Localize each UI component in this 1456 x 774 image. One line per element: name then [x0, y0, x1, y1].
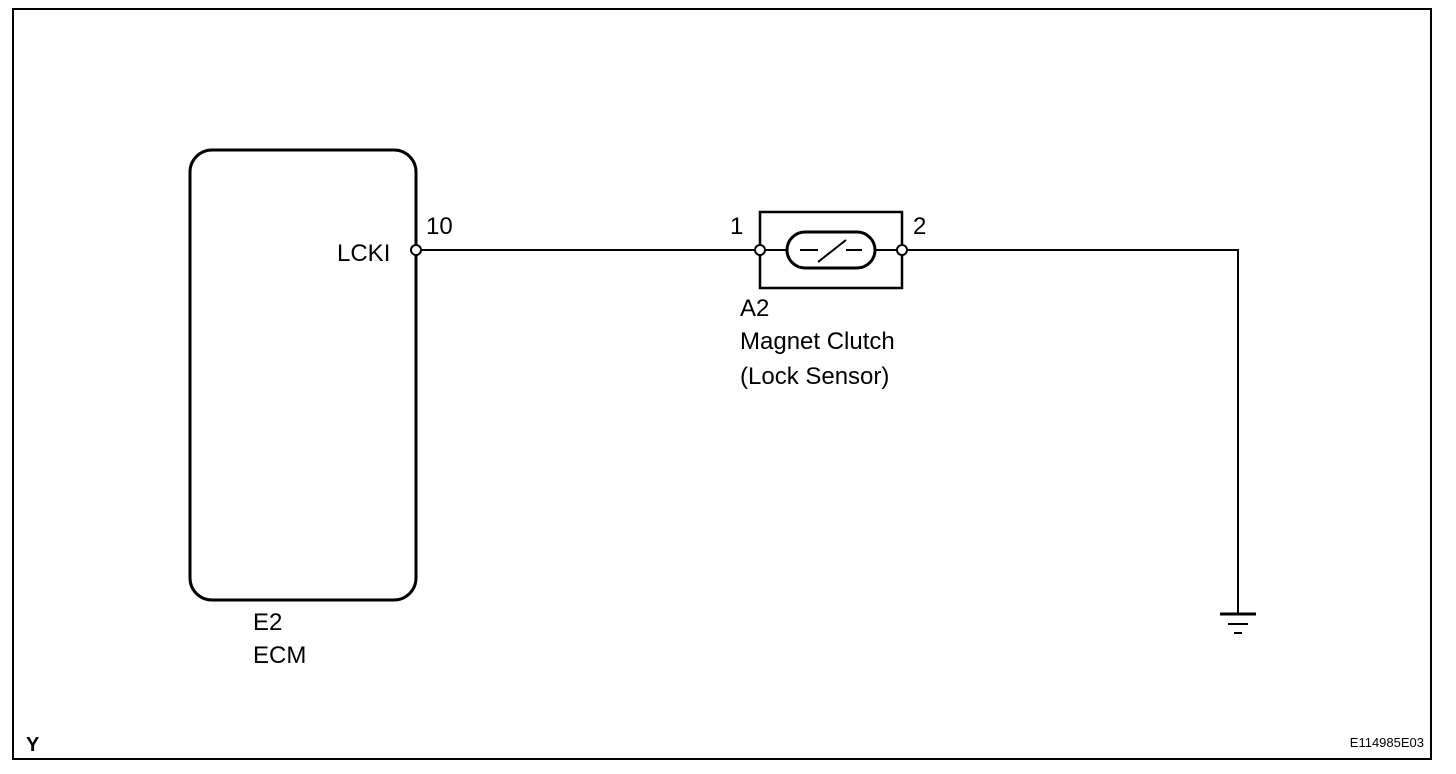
wire-sensor-to-ground [902, 249, 1239, 614]
diagram-frame [12, 8, 1432, 760]
ecm-pin-number: 10 [426, 213, 453, 240]
sensor-connector-code: A2 [740, 295, 769, 322]
ecm-name: ECM [253, 642, 306, 669]
ground-icon [1220, 612, 1256, 634]
sensor-pin-1-terminal [754, 244, 766, 256]
sensor-pin-left-number: 1 [730, 213, 743, 240]
ecm-terminal-label: LCKI [337, 240, 390, 267]
sensor-name-line1: Magnet Clutch [740, 328, 895, 355]
corner-letter: Y [26, 734, 40, 756]
ecm-block [188, 148, 418, 602]
lock-sensor-switch-icon [785, 230, 877, 270]
sensor-pin-right-number: 2 [913, 213, 926, 240]
sensor-name-line2: (Lock Sensor) [740, 363, 889, 390]
ecm-pin-10-terminal [410, 244, 422, 256]
ecm-connector-code: E2 [253, 609, 282, 636]
switch-contact-slash [817, 239, 847, 263]
figure-code: E114985E03 [1350, 735, 1424, 750]
sensor-pin-2-terminal [896, 244, 908, 256]
